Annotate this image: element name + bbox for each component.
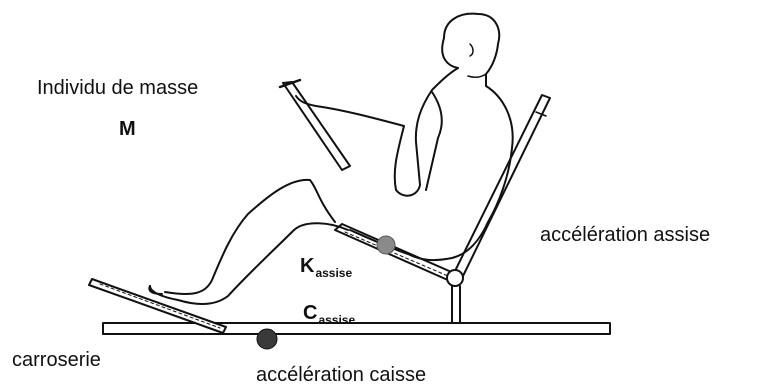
seat-acceleration-label: accélération assise: [540, 225, 710, 245]
person-label-line1: Individu de masse: [37, 78, 198, 98]
seat-pivot: [447, 270, 463, 286]
steering-column: [283, 82, 350, 170]
seat-damping-symbol: C: [303, 302, 317, 324]
body-acceleration-sensor: [257, 329, 277, 349]
seat-damping-label: Cassise: [303, 303, 355, 326]
seat-cushion: [335, 224, 456, 281]
seat-stiffness-subscript: assise: [315, 266, 352, 280]
seat-post: [452, 286, 460, 323]
body-acceleration-label: accélération caisse: [256, 365, 426, 385]
seat-damping-subscript: assise: [318, 313, 355, 327]
body-label: carroserie: [12, 350, 101, 370]
vehicle-floor: [103, 323, 610, 334]
seat-stiffness-symbol: K: [300, 255, 314, 277]
seat-acceleration-sensor: [377, 236, 395, 254]
seat-stiffness-label: Kassise: [300, 256, 352, 279]
person-mass-symbol: M: [119, 119, 136, 139]
